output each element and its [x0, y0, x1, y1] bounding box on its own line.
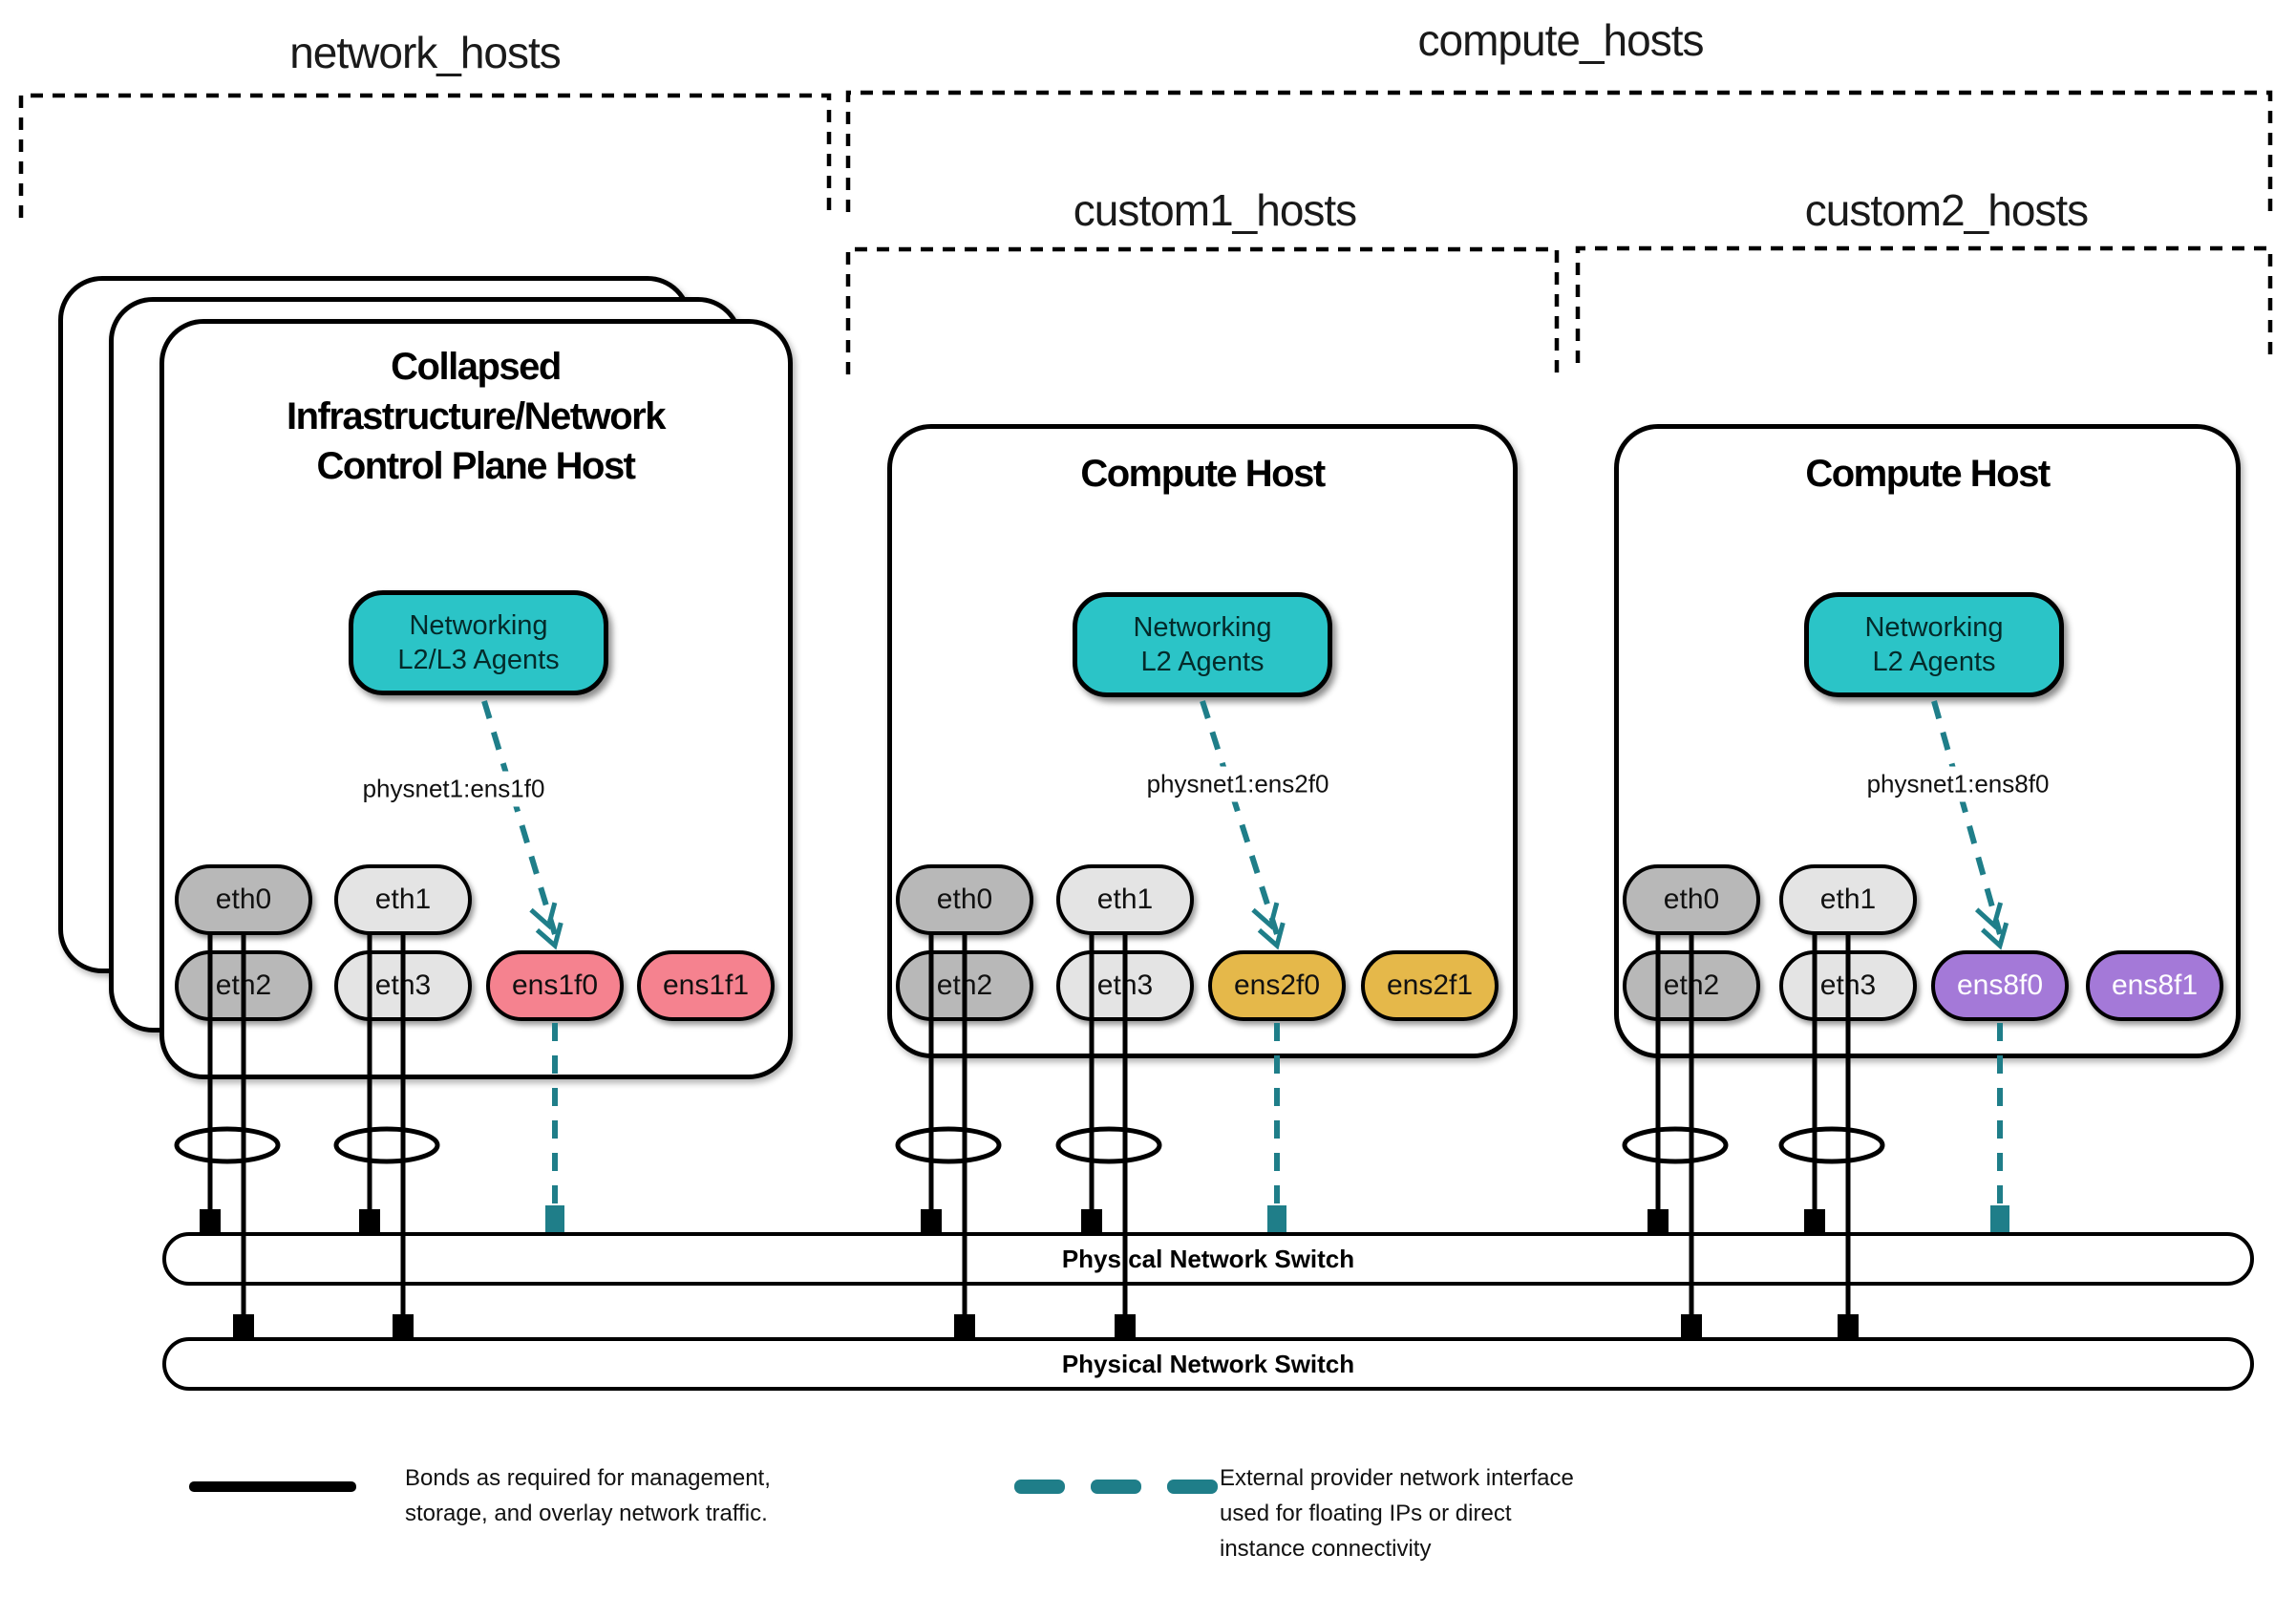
- agent-label-line2: L2/L3 Agents: [397, 645, 560, 675]
- legend-bond-text-line2: storage, and overlay network traffic.: [405, 1501, 768, 1526]
- legend-external-text-line1: External provider network interface: [1220, 1465, 1574, 1491]
- network-host-title: Collapsed Infrastructure/Network Control…: [170, 342, 781, 491]
- legend-external-text-line3: instance connectivity: [1220, 1536, 1432, 1562]
- legend-dash: [1091, 1480, 1141, 1494]
- compute-host-1-agent-box: Networking L2 Agents: [1073, 592, 1332, 697]
- compute-host-2-title: Compute Host: [1805, 453, 2051, 495]
- agent-label-line1: Networking: [1864, 612, 2004, 643]
- agent-label-line2: L2 Agents: [1140, 647, 1265, 677]
- physical-network-switch-1: Physical Network Switch: [162, 1232, 2254, 1286]
- bond-ellipse: [1778, 1126, 1885, 1164]
- nic-pill-eth2: eth2: [1623, 950, 1760, 1021]
- network-hosts-bracket: [18, 93, 832, 218]
- compute-host-1-title: Compute Host: [1080, 453, 1326, 495]
- nic-pill-ens8f0: ens8f0: [1931, 950, 2069, 1021]
- nic-pill-ens8f1: ens8f1: [2086, 950, 2223, 1021]
- agent-label-line1: Networking: [409, 610, 548, 641]
- physnet-label-compute-host-2: physnet1:ens8f0: [1858, 766, 2058, 802]
- nic-pill-eth3: eth3: [334, 950, 472, 1021]
- agent-label-line2: L2 Agents: [1872, 647, 1996, 677]
- external-port-connectors: [545, 1205, 2009, 1232]
- bond-ellipse: [174, 1126, 281, 1164]
- legend-external-swatch: [1014, 1480, 1218, 1494]
- nic-pill-ens2f1: ens2f1: [1361, 950, 1499, 1021]
- physical-network-switch-2: Physical Network Switch: [162, 1337, 2254, 1391]
- legend-dash: [1014, 1480, 1065, 1494]
- group-label-custom1-hosts: custom1_hosts: [1073, 185, 1357, 235]
- nic-pill-eth0: eth0: [896, 864, 1033, 935]
- switch-label: Physical Network Switch: [1061, 1244, 1355, 1273]
- network-host-agent-box: Networking L2/L3 Agents: [349, 590, 608, 695]
- nic-pill-eth2: eth2: [175, 950, 312, 1021]
- nic-pill-eth2: eth2: [896, 950, 1033, 1021]
- legend-external-text-line2: used for floating IPs or direct: [1220, 1501, 1512, 1526]
- nic-pill-eth3: eth3: [1779, 950, 1917, 1021]
- nic-pill-eth1: eth1: [334, 864, 472, 935]
- group-label-compute-hosts: compute_hosts: [1417, 15, 1705, 65]
- nic-pill-ens2f0: ens2f0: [1208, 950, 1346, 1021]
- nic-pill-ens1f0: ens1f0: [486, 950, 624, 1021]
- physnet-label-network-host: physnet1:ens1f0: [353, 771, 554, 807]
- compute-host-2-agent-box: Networking L2 Agents: [1804, 592, 2064, 697]
- agent-label-line1: Networking: [1133, 612, 1272, 643]
- nic-pill-ens1f1: ens1f1: [637, 950, 775, 1021]
- legend-dash: [1167, 1480, 1218, 1494]
- group-label-custom2-hosts: custom2_hosts: [1804, 185, 2089, 235]
- network-host-title-line2: Infrastructure/Network: [287, 395, 666, 437]
- switch-label: Physical Network Switch: [1061, 1349, 1355, 1378]
- nic-pill-eth3: eth3: [1056, 950, 1194, 1021]
- nic-pill-eth0: eth0: [175, 864, 312, 935]
- custom1-hosts-bracket: [845, 246, 1560, 374]
- network-host-title-line1: Collapsed: [391, 346, 562, 388]
- bond-ellipse: [1055, 1126, 1162, 1164]
- legend-external-text: External provider network interface used…: [1220, 1460, 1574, 1566]
- legend-bond-text: Bonds as required for management, storag…: [405, 1460, 771, 1531]
- nic-pill-eth1: eth1: [1779, 864, 1917, 935]
- bond-ellipse: [895, 1126, 1002, 1164]
- legend-bond-swatch: [189, 1481, 356, 1492]
- custom2-hosts-bracket: [1575, 245, 2273, 363]
- network-host-title-line3: Control Plane Host: [316, 445, 636, 487]
- nic-pill-eth0: eth0: [1623, 864, 1760, 935]
- nic-pill-eth1: eth1: [1056, 864, 1194, 935]
- bond-ellipse: [1622, 1126, 1729, 1164]
- legend-bond-text-line1: Bonds as required for management,: [405, 1465, 771, 1491]
- bond-ellipse: [333, 1126, 440, 1164]
- physnet-label-compute-host-1: physnet1:ens2f0: [1137, 766, 1338, 802]
- group-label-network-hosts: network_hosts: [289, 28, 562, 77]
